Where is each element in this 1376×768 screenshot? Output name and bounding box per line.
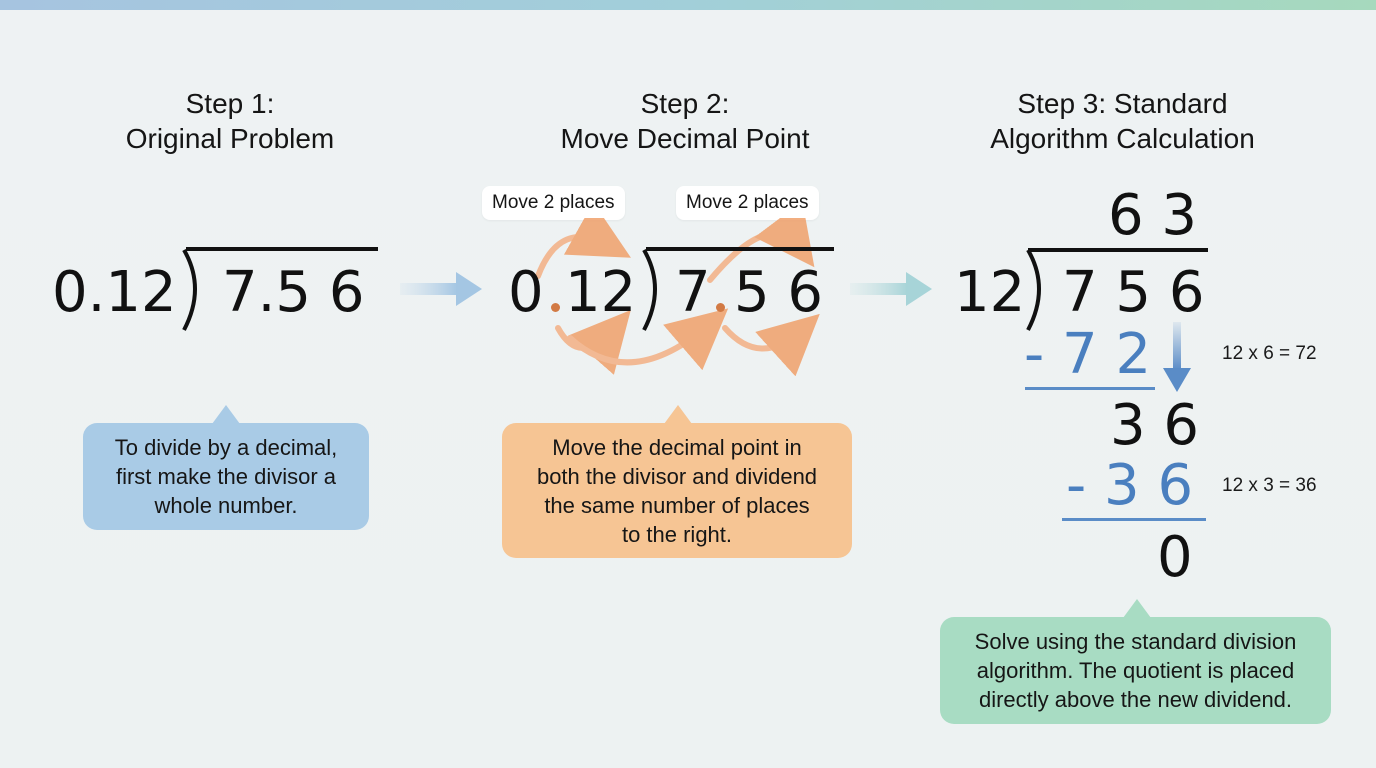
callout-line: To divide by a decimal,: [114, 435, 338, 460]
callout-line: directly above the new dividend.: [978, 687, 1293, 712]
top-accent-bar: [0, 0, 1376, 10]
step3-remainder-36: 3 6: [1110, 393, 1200, 458]
step3-vinculum: [1028, 248, 1208, 252]
step1-title-line1: Step 1:: [185, 88, 275, 119]
callout-tail: [212, 405, 240, 424]
step1-division-bracket: [182, 248, 197, 331]
move-decimal-arrows-icon: [535, 218, 820, 377]
step3-quotient: 6 3: [1108, 183, 1198, 248]
bring-down-arrow-icon: [1163, 322, 1191, 392]
step3-subtract-line-2: [1062, 518, 1206, 521]
step1-divisor: 0.12: [52, 260, 177, 325]
step1-to-step2-arrow-icon: [400, 272, 482, 306]
callout-tail: [1123, 599, 1151, 618]
callout-line: to the right.: [621, 521, 733, 547]
step2-title-line1: Step 2:: [640, 88, 730, 119]
step2-dividend-whole: 7: [675, 260, 711, 325]
callout-line: algorithm. The quotient is placed: [976, 658, 1295, 683]
step2-dividend-fraction: 5 6: [734, 260, 824, 325]
dividend-decimal-point: [716, 303, 725, 312]
move-places-label-dividend: Move 2 places: [676, 186, 819, 220]
callout-line: Move the decimal point in: [552, 434, 802, 460]
callout-line: first make the divisor a: [115, 464, 337, 489]
step3-title: Step 3: Standard Algorithm Calculation: [960, 86, 1285, 156]
step3-note-2: 12 x 3 = 36: [1222, 475, 1317, 496]
step1-callout: To divide by a decimal, first make the d…: [83, 405, 369, 530]
step3-division-bracket: [1026, 248, 1041, 331]
callout-line: both the divisor and dividend: [536, 463, 818, 489]
step3-subtract-line-1: [1025, 387, 1155, 390]
step2-to-step3-arrow-icon: [850, 272, 932, 306]
step3-dividend: 7 5 6: [1062, 260, 1205, 325]
callout-line: the same number of places: [544, 492, 810, 518]
move-places-label-divisor: Move 2 places: [482, 186, 625, 220]
step1-title-line2: Original Problem: [125, 123, 335, 154]
step3-title-line2: Algorithm Calculation: [990, 123, 1255, 154]
step1-title: Step 1: Original Problem: [90, 86, 370, 156]
callout-line: whole number.: [154, 493, 298, 518]
step3-note-1: 12 x 6 = 72: [1222, 343, 1317, 364]
step2-vinculum: [646, 247, 834, 251]
step1-vinculum: [186, 247, 378, 251]
step2-divisor-fraction: 12: [565, 260, 637, 325]
step3-subtract-72: - 7 2: [1024, 322, 1152, 387]
step3-subtract-36: - 3 6: [1066, 453, 1194, 518]
step1-dividend: 7.5 6: [222, 260, 365, 325]
step3-callout: Solve using the standard division algori…: [940, 599, 1331, 724]
step2-title: Step 2: Move Decimal Point: [520, 86, 850, 156]
step3-divisor: 12: [954, 260, 1026, 325]
step3-final-remainder: 0: [1157, 525, 1193, 590]
callout-tail: [664, 405, 692, 424]
step2-division-bracket: [642, 248, 657, 331]
callout-line: Solve using the standard division: [974, 629, 1297, 654]
step2-title-line2: Move Decimal Point: [560, 123, 810, 154]
step2-divisor-whole: 0: [508, 260, 544, 325]
divisor-decimal-point: [551, 303, 560, 312]
step3-title-line1: Step 3: Standard: [1017, 88, 1228, 119]
step2-callout: Move the decimal point in both the divis…: [502, 405, 852, 558]
